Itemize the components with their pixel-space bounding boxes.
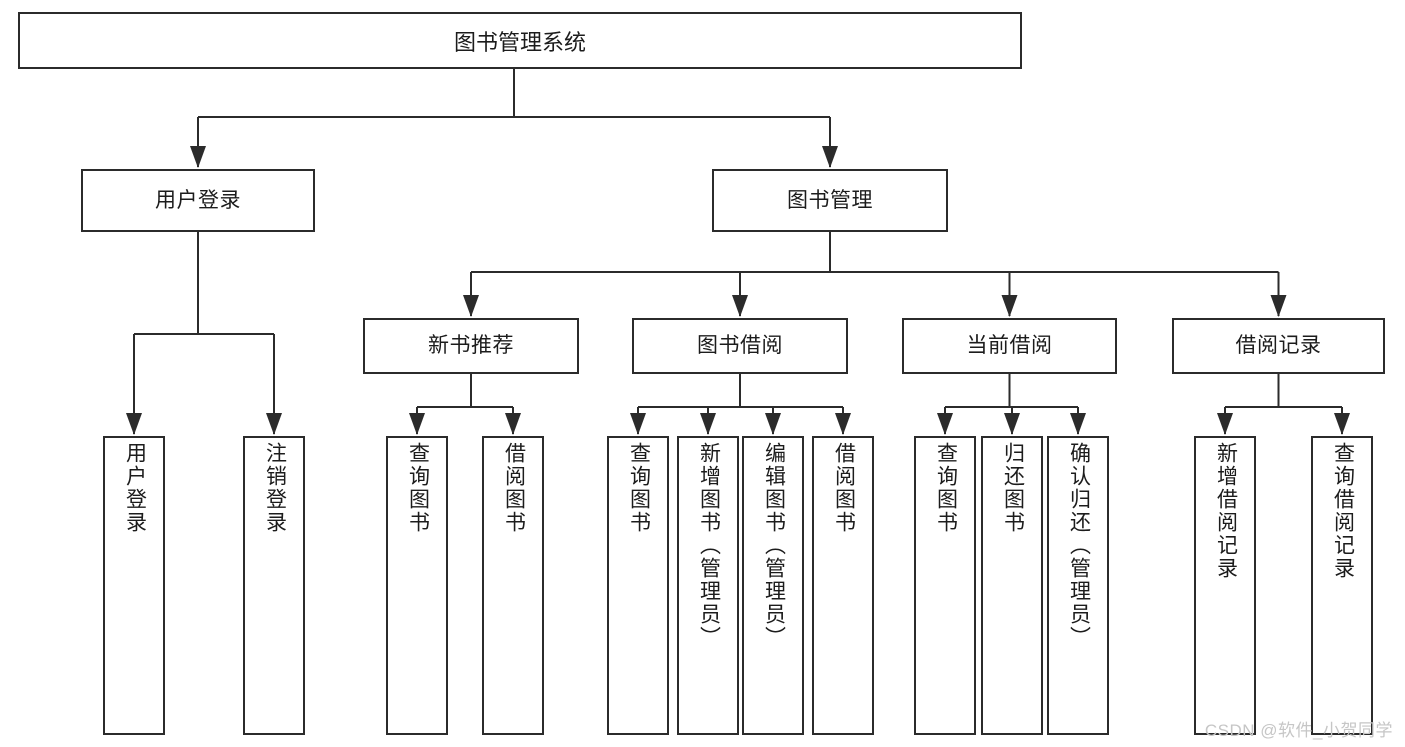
node-label: 新书推荐 <box>428 334 514 358</box>
node-label: 新增图书（管理员） <box>697 442 721 649</box>
node-book-management[interactable]: 图书管理 <box>712 169 948 232</box>
node-leaf-confirm-return[interactable]: 确认归还（管理员） <box>1047 436 1109 735</box>
node-leaf-add-record[interactable]: 新增借阅记录 <box>1194 436 1256 735</box>
node-label: 借阅图书 <box>502 442 526 534</box>
node-book-borrow[interactable]: 图书借阅 <box>632 318 848 374</box>
node-book-management-system[interactable]: 图书管理系统 <box>18 12 1022 69</box>
node-label: 查询图书 <box>406 442 430 534</box>
node-label: 查询借阅记录 <box>1331 442 1355 580</box>
node-current-borrow[interactable]: 当前借阅 <box>902 318 1117 374</box>
node-label: 查询图书 <box>934 442 958 534</box>
node-leaf-add-book[interactable]: 新增图书（管理员） <box>677 436 739 735</box>
node-leaf-query-book-2[interactable]: 查询图书 <box>607 436 669 735</box>
node-label: 查询图书 <box>627 442 651 534</box>
node-leaf-query-record[interactable]: 查询借阅记录 <box>1311 436 1373 735</box>
node-leaf-user-login[interactable]: 用户登录 <box>103 436 165 735</box>
node-leaf-user-logout[interactable]: 注销登录 <box>243 436 305 735</box>
node-label: 编辑图书（管理员） <box>762 442 786 649</box>
node-new-book-recommend[interactable]: 新书推荐 <box>363 318 579 374</box>
node-label: 用户登录 <box>155 188 241 212</box>
node-label: 注销登录 <box>263 442 287 534</box>
node-label: 借阅图书 <box>832 442 856 534</box>
node-leaf-return-book[interactable]: 归还图书 <box>981 436 1043 735</box>
node-label: 图书管理 <box>787 188 873 212</box>
node-label: 用户登录 <box>123 442 147 534</box>
node-leaf-query-book-3[interactable]: 查询图书 <box>914 436 976 735</box>
node-leaf-borrow-book-1[interactable]: 借阅图书 <box>482 436 544 735</box>
node-label: 图书借阅 <box>697 334 783 358</box>
node-label: 新增借阅记录 <box>1214 442 1238 580</box>
node-label: 借阅记录 <box>1235 334 1322 358</box>
node-label: 图书管理系统 <box>453 29 586 55</box>
node-leaf-edit-book[interactable]: 编辑图书（管理员） <box>742 436 804 735</box>
node-borrow-record[interactable]: 借阅记录 <box>1172 318 1385 374</box>
node-label: 当前借阅 <box>966 334 1053 358</box>
csdn-watermark: CSDN @软件_小贺同学 <box>1204 721 1393 740</box>
node-label: 确认归还（管理员） <box>1067 442 1091 649</box>
node-leaf-query-book-1[interactable]: 查询图书 <box>386 436 448 735</box>
node-leaf-borrow-book-2[interactable]: 借阅图书 <box>812 436 874 735</box>
node-label: 归还图书 <box>1001 442 1025 534</box>
node-user-login[interactable]: 用户登录 <box>81 169 315 232</box>
